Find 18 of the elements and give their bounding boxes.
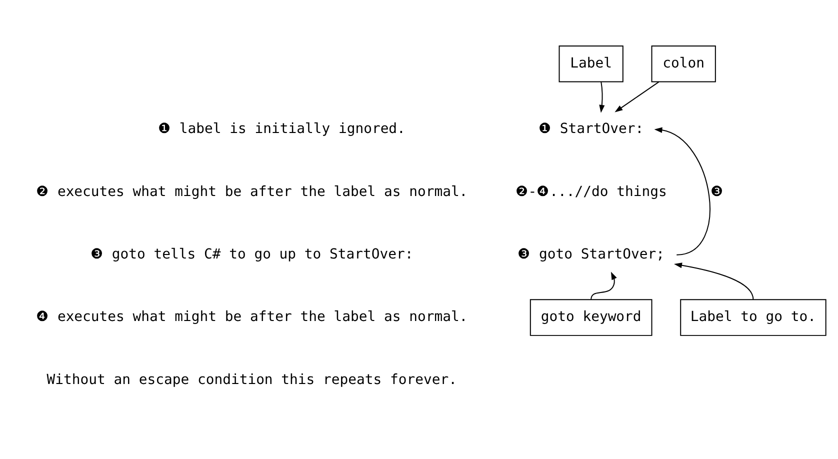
arrow: [599, 80, 605, 112]
arrow: [614, 80, 660, 112]
label: ❸ goto tells C# to go up to StartOver:: [90, 246, 414, 262]
node-text: ❸ goto StartOver;: [518, 246, 665, 262]
label: ❷ executes what might be after the label as normal.: [36, 183, 468, 200]
node-box: colon: [651, 44, 716, 82]
label: Without an escape condition this repeats forever.: [46, 371, 458, 388]
node-box: Label to go to.: [680, 298, 826, 336]
arrow: [654, 126, 710, 255]
label: ❷-❹...//do things: [515, 183, 667, 200]
label: ❹ executes what might be after the label as normal.: [36, 308, 468, 325]
arrow: [590, 271, 617, 300]
node-box: goto keyword: [530, 298, 652, 336]
node-box: Label: [558, 44, 624, 82]
label: ❶ label is initially ignored.: [158, 120, 406, 137]
node-text: ❶ StartOver:: [538, 120, 644, 137]
arrow: [674, 262, 754, 300]
edge-label: ❸: [710, 183, 724, 200]
